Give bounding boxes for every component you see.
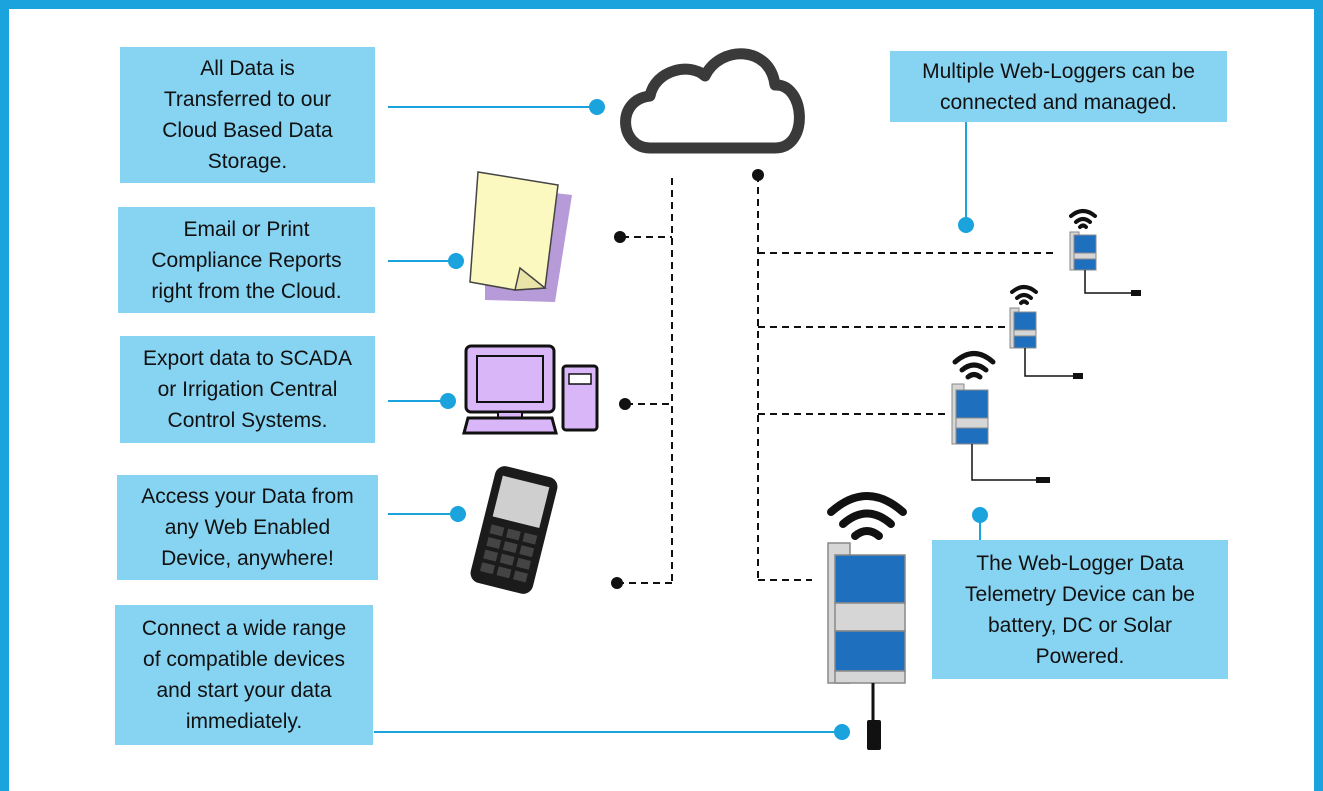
web-logger-icon: [827, 492, 907, 750]
callout-multiple-loggers: Multiple Web-Loggers can be connected an…: [890, 51, 1227, 122]
web-logger-icon: [1069, 209, 1141, 296]
callout-export-scada: Export data to SCADA or Irrigation Centr…: [120, 336, 375, 443]
callout-cloud-storage: All Data is Transferred to our Cloud Bas…: [120, 47, 375, 183]
web-logger-icon: [951, 351, 1050, 483]
callout-connect-devices: Connect a wide range of compatible devic…: [115, 605, 373, 745]
dashed-connections: [617, 175, 1056, 584]
callout-access-anywhere: Access your Data from any Web Enabled De…: [117, 475, 378, 580]
web-logger-icon: [1009, 285, 1083, 379]
wifi-icon: [1010, 285, 1038, 305]
computer-icon: [462, 344, 599, 435]
mobile-phone-icon: [470, 466, 558, 594]
callout-telemetry-device: The Web-Logger Data Telemetry Device can…: [932, 540, 1228, 679]
cloud-icon: [620, 48, 805, 154]
connection-dots: [611, 169, 764, 589]
wifi-icon: [952, 351, 996, 380]
wifi-icon: [1069, 209, 1097, 229]
callout-compliance-reports: Email or Print Compliance Reports right …: [118, 207, 375, 313]
wifi-icon: [827, 492, 907, 540]
document-icon: [469, 171, 572, 302]
callout-connectors: [374, 99, 988, 740]
